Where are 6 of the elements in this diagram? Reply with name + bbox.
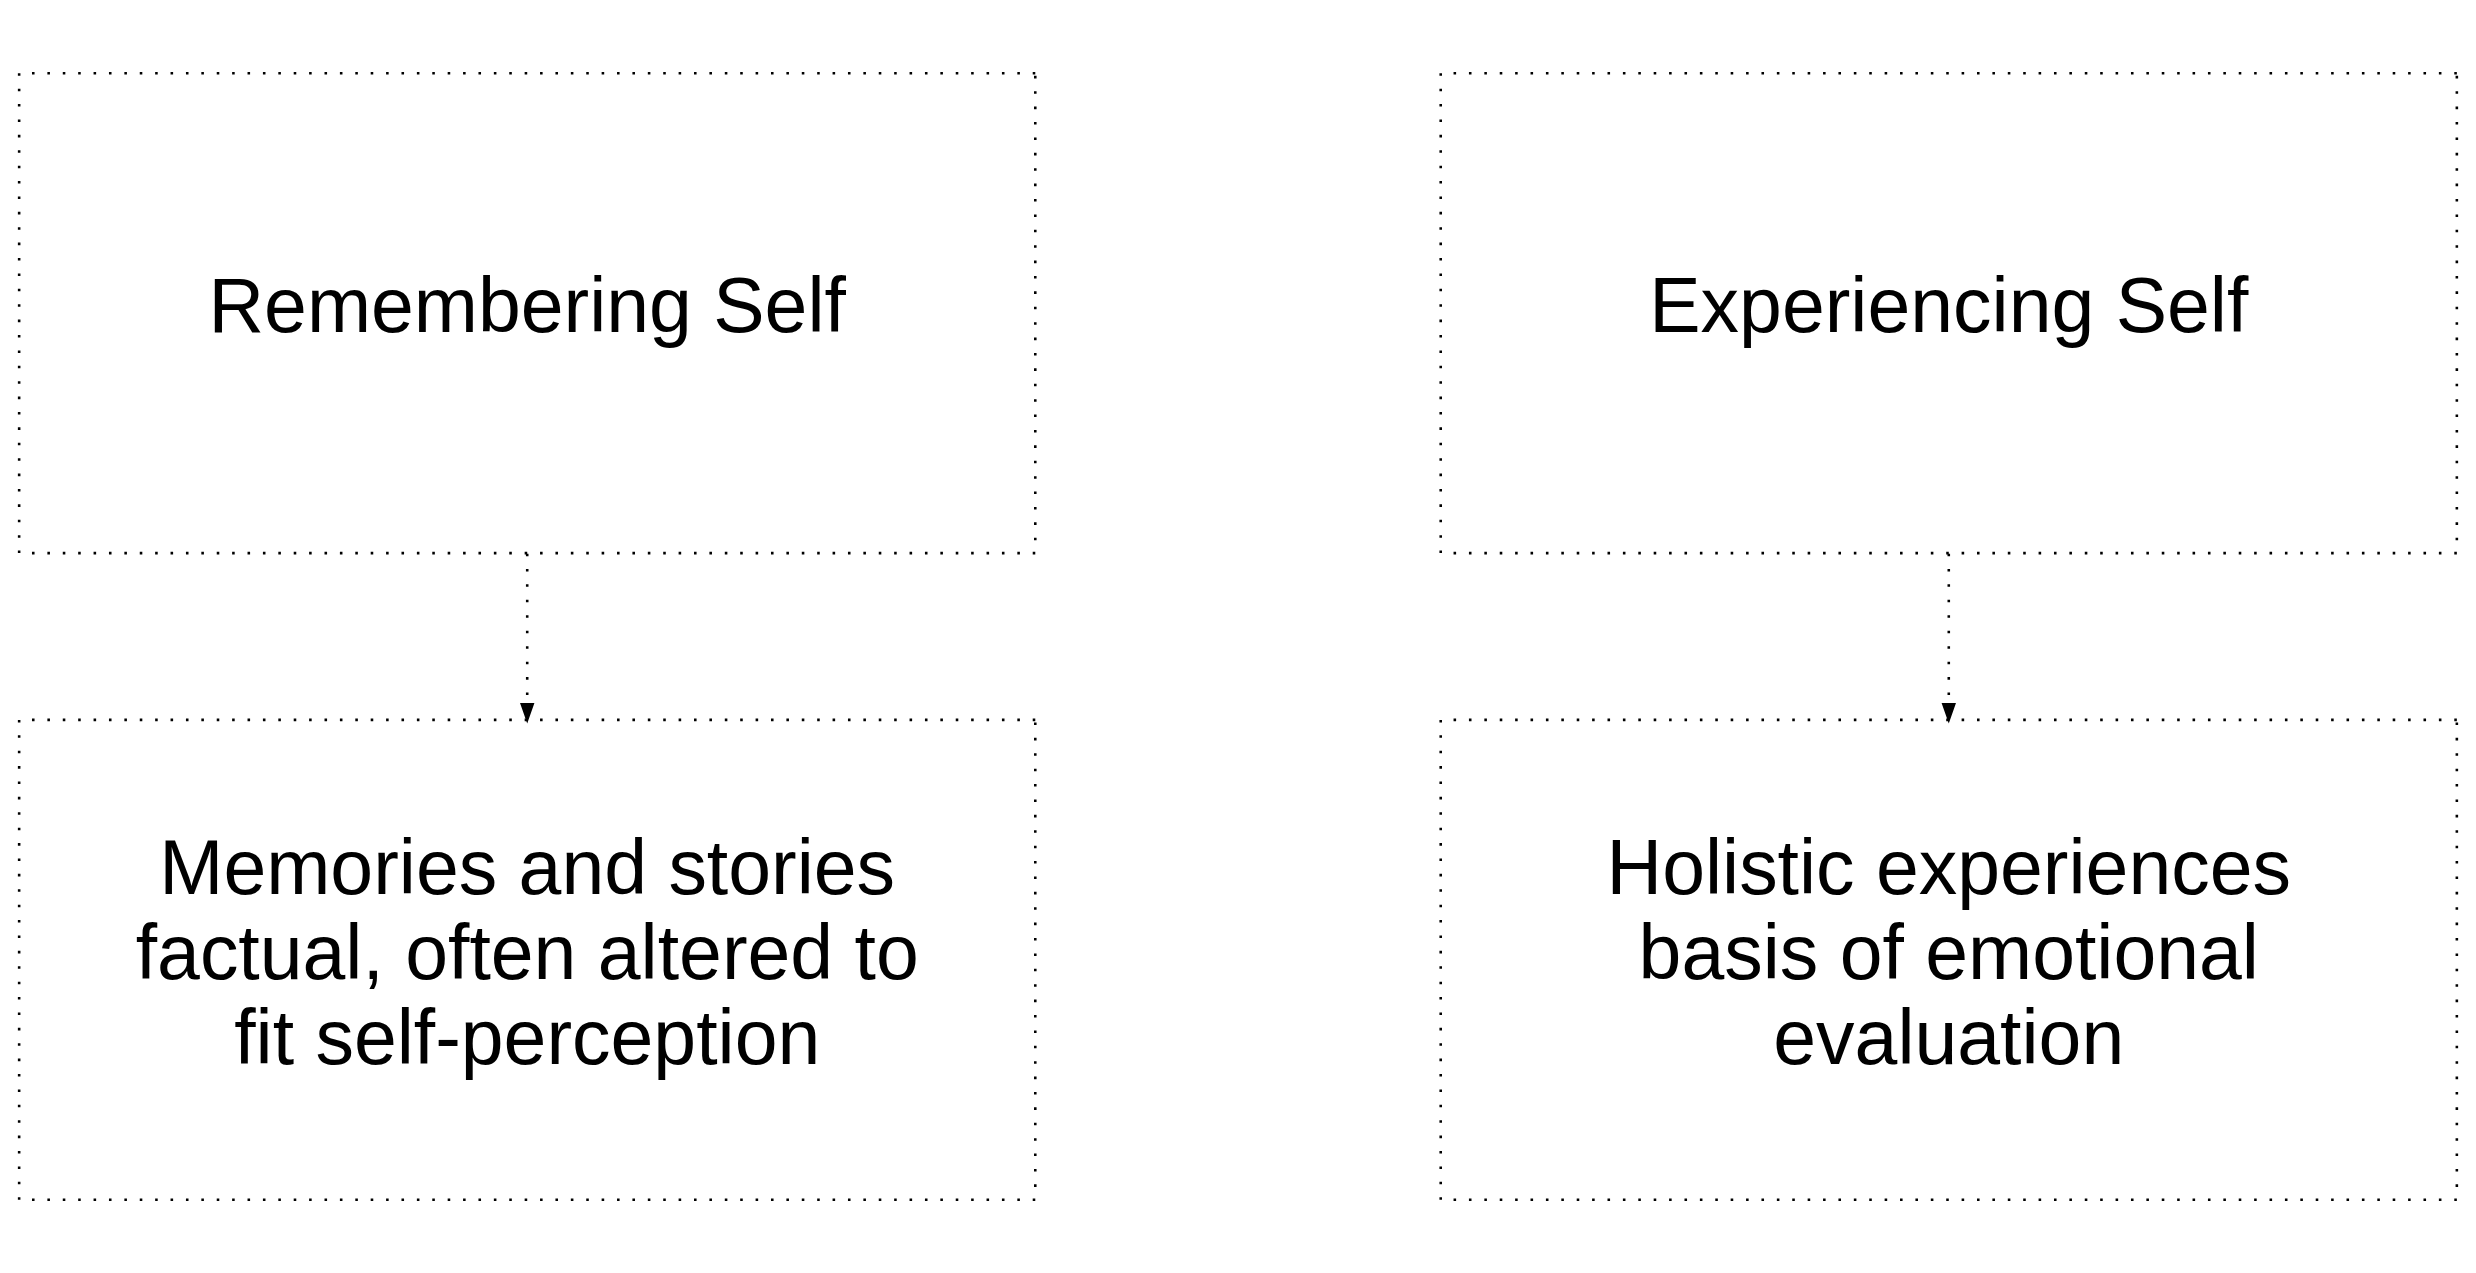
node-box: Holistic experiences basis of emotional evaluation: [1439, 718, 2459, 1202]
arrow: [1941, 553, 1956, 724]
node-box: Memories and stories factual, often altered to fit self-perception: [17, 718, 1037, 1202]
arrow: [520, 553, 535, 724]
node-box: Remembering Self: [17, 71, 1037, 555]
node-box: Experiencing Self: [1439, 71, 2459, 555]
